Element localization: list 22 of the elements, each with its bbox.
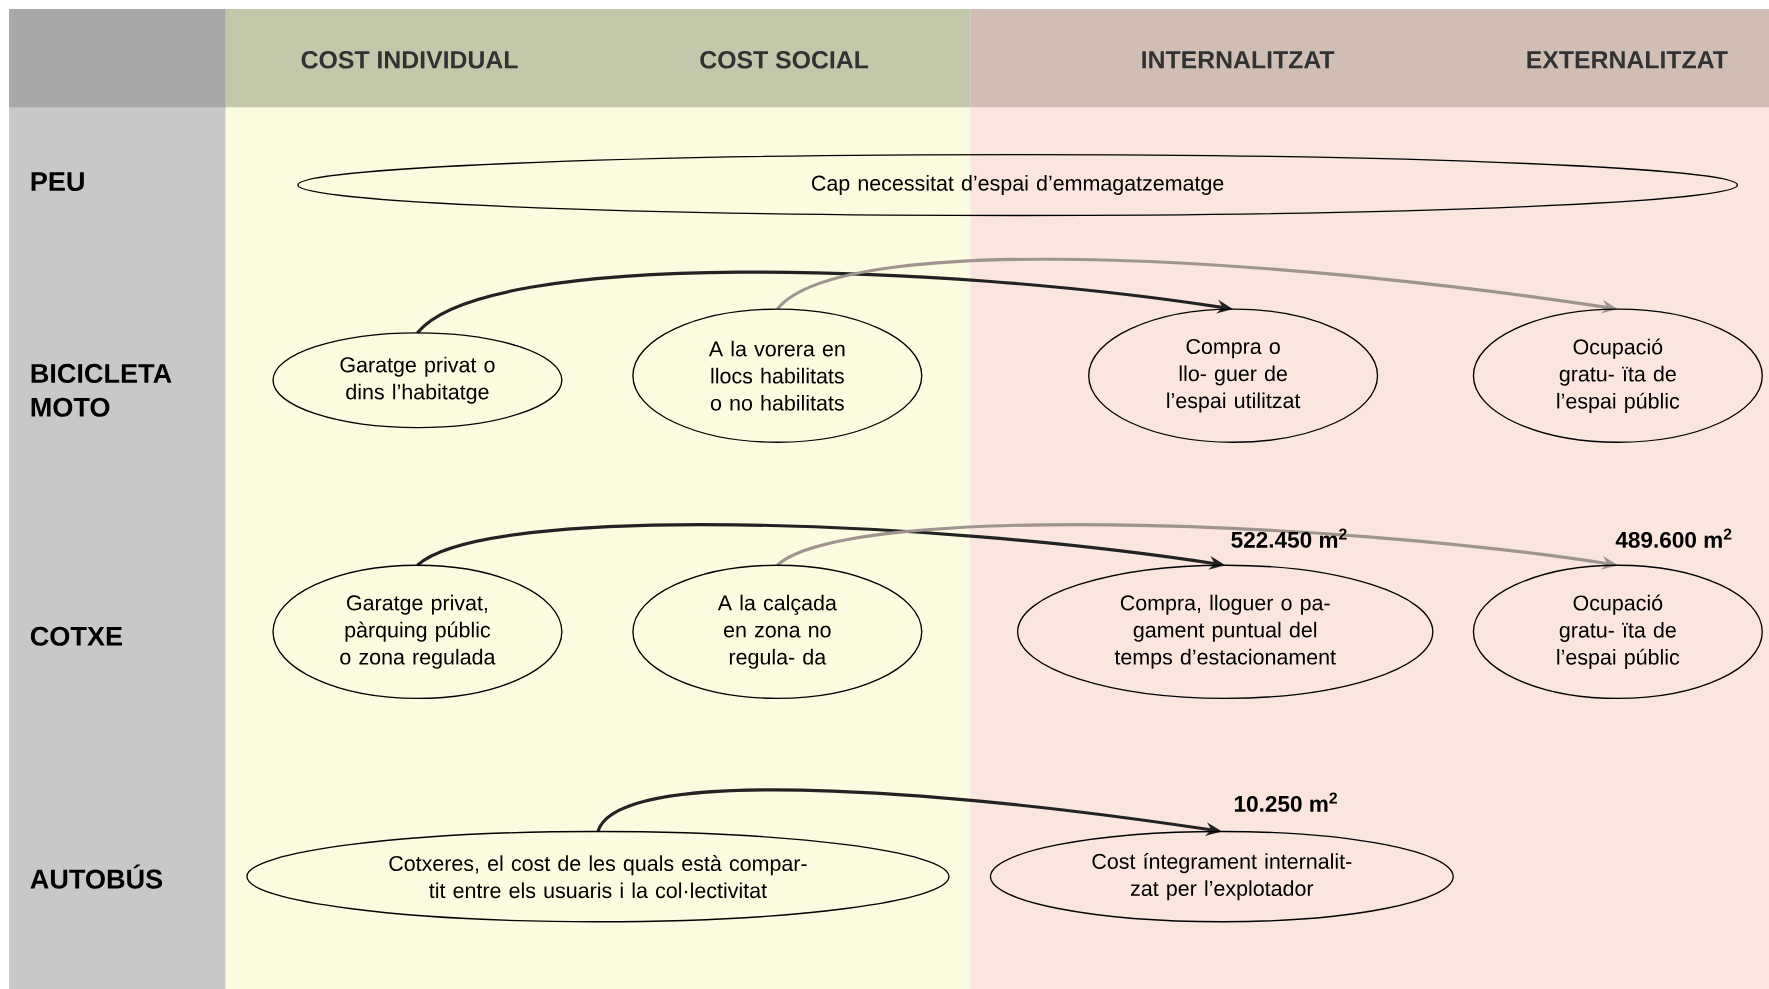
area-label: 522.450 m$^{2}$ bbox=[1231, 528, 1347, 548]
ellipse-node: Garatge privat, pàrquing públic o zona regulada bbox=[272, 564, 563, 699]
ellipse-node: Compra o llo- guer de l’espai utilitzat bbox=[1088, 308, 1379, 443]
ellipse-node: A la vorera en llocs habilitats o no habilitats bbox=[632, 308, 923, 443]
row-label: COTXE bbox=[30, 626, 122, 646]
area-label: 10.250 m$^{2}$ bbox=[1234, 792, 1337, 812]
ellipse-node: A la calçada en zona no regula- da bbox=[632, 564, 923, 699]
ellipse-node: Cotxeres, el cost de les quals està compar- tit entre els usuaris i la col·lectivitat bbox=[246, 830, 950, 923]
row-label: PEU bbox=[31, 172, 84, 191]
column-header: COST INDIVIDUAL bbox=[301, 50, 518, 69]
ellipse-node: Ocupació gratu- ïta de l’espai públic bbox=[1472, 564, 1763, 699]
ellipse-node: Compra, lloguer o pa- gament puntual del temps d’estacionament bbox=[1016, 564, 1434, 699]
column-header: EXTERNALITZAT bbox=[1527, 51, 1728, 69]
column-header: INTERNALITZAT bbox=[1142, 51, 1335, 69]
area-label: 489.600 m$^{2}$ bbox=[1615, 528, 1732, 548]
column-header: COST SOCIAL bbox=[700, 50, 869, 69]
row-label: BICICLETA MOTO bbox=[31, 363, 172, 417]
ellipse-node: Ocupació gratu- ïta de l’espai públic bbox=[1472, 308, 1763, 443]
ellipse-node: Cap necessitat d’espai d’emmagatzematge bbox=[297, 153, 1739, 216]
row-label: AUTOBÚS bbox=[30, 864, 163, 889]
ellipse-node: Cost íntegrament internalit- zat per l’explotador bbox=[989, 830, 1454, 923]
ellipse-node: Garatge privat o dins l’habitatge bbox=[272, 331, 563, 429]
